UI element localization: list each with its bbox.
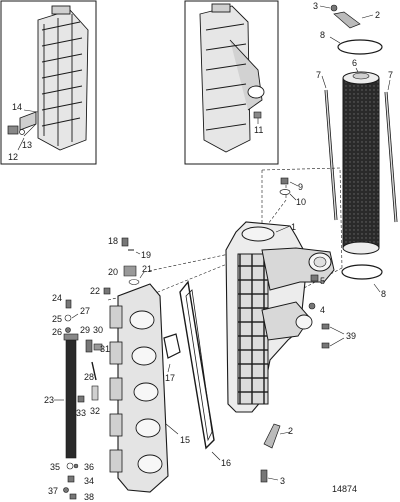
fastener-27: 27 bbox=[71, 306, 90, 319]
callout-37: 37 bbox=[48, 486, 58, 496]
fastener-37: 37 bbox=[48, 486, 69, 496]
callout-9: 9 bbox=[298, 182, 303, 192]
callout-24: 24 bbox=[52, 293, 62, 303]
callout-25: 25 bbox=[52, 314, 62, 324]
strap-clamp-bottom: 2 3 bbox=[260, 423, 293, 486]
callout-3-bottom: 3 bbox=[280, 476, 285, 486]
callout-32: 32 bbox=[90, 406, 100, 416]
o-ring-bottom: 8 bbox=[341, 264, 386, 299]
fastener-12-13 bbox=[7, 125, 25, 135]
inset-panel-center: 11 bbox=[184, 0, 279, 165]
callout-20: 20 bbox=[108, 267, 118, 277]
figure-number: 14874 bbox=[332, 484, 357, 494]
small-gasket: 17 bbox=[163, 333, 181, 383]
callout-38: 38 bbox=[84, 492, 94, 502]
fastener-9-10: 9 10 bbox=[279, 177, 306, 207]
callout-5: 5 bbox=[320, 276, 325, 286]
callout-17: 17 bbox=[165, 373, 175, 383]
leader-line bbox=[23, 109, 39, 113]
callout-31: 31 bbox=[100, 344, 110, 354]
callout-2-bottom: 2 bbox=[288, 426, 293, 436]
fastener-26: 26 bbox=[52, 327, 71, 337]
callout-7-left: 7 bbox=[316, 70, 321, 80]
callout-4: 4 bbox=[320, 305, 325, 315]
callout-39: 39 bbox=[346, 331, 356, 341]
fastener-38: 38 bbox=[69, 492, 94, 502]
fastener-35-36: 35 36 bbox=[50, 462, 94, 472]
callout-21: 21 bbox=[142, 264, 152, 274]
callout-34: 34 bbox=[84, 476, 94, 486]
callout-13: 13 bbox=[22, 140, 32, 150]
exhaust-manifold: 15 bbox=[109, 283, 190, 493]
bolts-39: 39 bbox=[321, 323, 356, 349]
callout-16: 16 bbox=[221, 458, 231, 468]
callout-8-top: 8 bbox=[320, 30, 325, 40]
inset-left-assembly bbox=[19, 5, 89, 151]
callout-22: 22 bbox=[90, 286, 100, 296]
callout-23: 23 bbox=[44, 395, 54, 405]
fastener-11 bbox=[253, 111, 262, 119]
callout-2-top: 2 bbox=[375, 10, 380, 20]
fastener-24: 24 bbox=[52, 293, 72, 309]
cap-20: 20 bbox=[108, 265, 137, 277]
leader-line bbox=[17, 137, 25, 151]
fastener-25: 25 bbox=[52, 314, 72, 324]
anode-rod: 23 bbox=[44, 333, 79, 459]
callout-19: 19 bbox=[141, 250, 151, 260]
cooler-core: 6 bbox=[342, 58, 380, 255]
pin-19: 19 bbox=[128, 249, 151, 260]
gasket: 16 bbox=[179, 280, 231, 468]
callout-1: 1 bbox=[291, 222, 296, 232]
callout-10: 10 bbox=[296, 197, 306, 207]
leader-line bbox=[23, 123, 37, 137]
callout-26: 26 bbox=[52, 327, 62, 337]
sensor-assembly: 29 30 31 28 32 33 bbox=[76, 325, 110, 418]
callout-33: 33 bbox=[76, 408, 86, 418]
callout-6: 6 bbox=[352, 58, 357, 68]
callout-12: 12 bbox=[8, 152, 18, 162]
strap-clamp-top: 3 2 bbox=[313, 1, 380, 29]
callout-36: 36 bbox=[84, 462, 94, 472]
callout-8-bottom: 8 bbox=[381, 289, 386, 299]
callout-3-top: 3 bbox=[313, 1, 318, 11]
callout-11: 11 bbox=[254, 125, 263, 135]
inset-panel-left: 14 13 12 bbox=[0, 0, 97, 165]
callout-28: 28 bbox=[84, 372, 94, 382]
callout-18: 18 bbox=[108, 236, 118, 246]
callout-29: 29 bbox=[80, 325, 90, 335]
plug-22: 22 bbox=[90, 286, 111, 296]
fastener-34: 34 bbox=[67, 475, 94, 486]
callout-15: 15 bbox=[180, 435, 190, 445]
fastener-5: 5 bbox=[310, 274, 325, 286]
callout-7-right: 7 bbox=[388, 70, 393, 80]
inset-center-assembly bbox=[199, 3, 265, 153]
cooler-housing: 1 bbox=[225, 221, 335, 413]
callout-27: 27 bbox=[80, 306, 90, 316]
callout-30: 30 bbox=[93, 325, 103, 335]
callout-35: 35 bbox=[50, 462, 60, 472]
rod-left: 7 bbox=[316, 70, 338, 221]
plug-18: 18 bbox=[108, 236, 129, 247]
fastener-4: 4 bbox=[308, 302, 325, 315]
rod-right: 7 bbox=[384, 70, 398, 223]
callout-14: 14 bbox=[12, 102, 22, 112]
washer-21: 21 bbox=[128, 264, 152, 285]
o-ring-top: 8 bbox=[320, 30, 383, 55]
